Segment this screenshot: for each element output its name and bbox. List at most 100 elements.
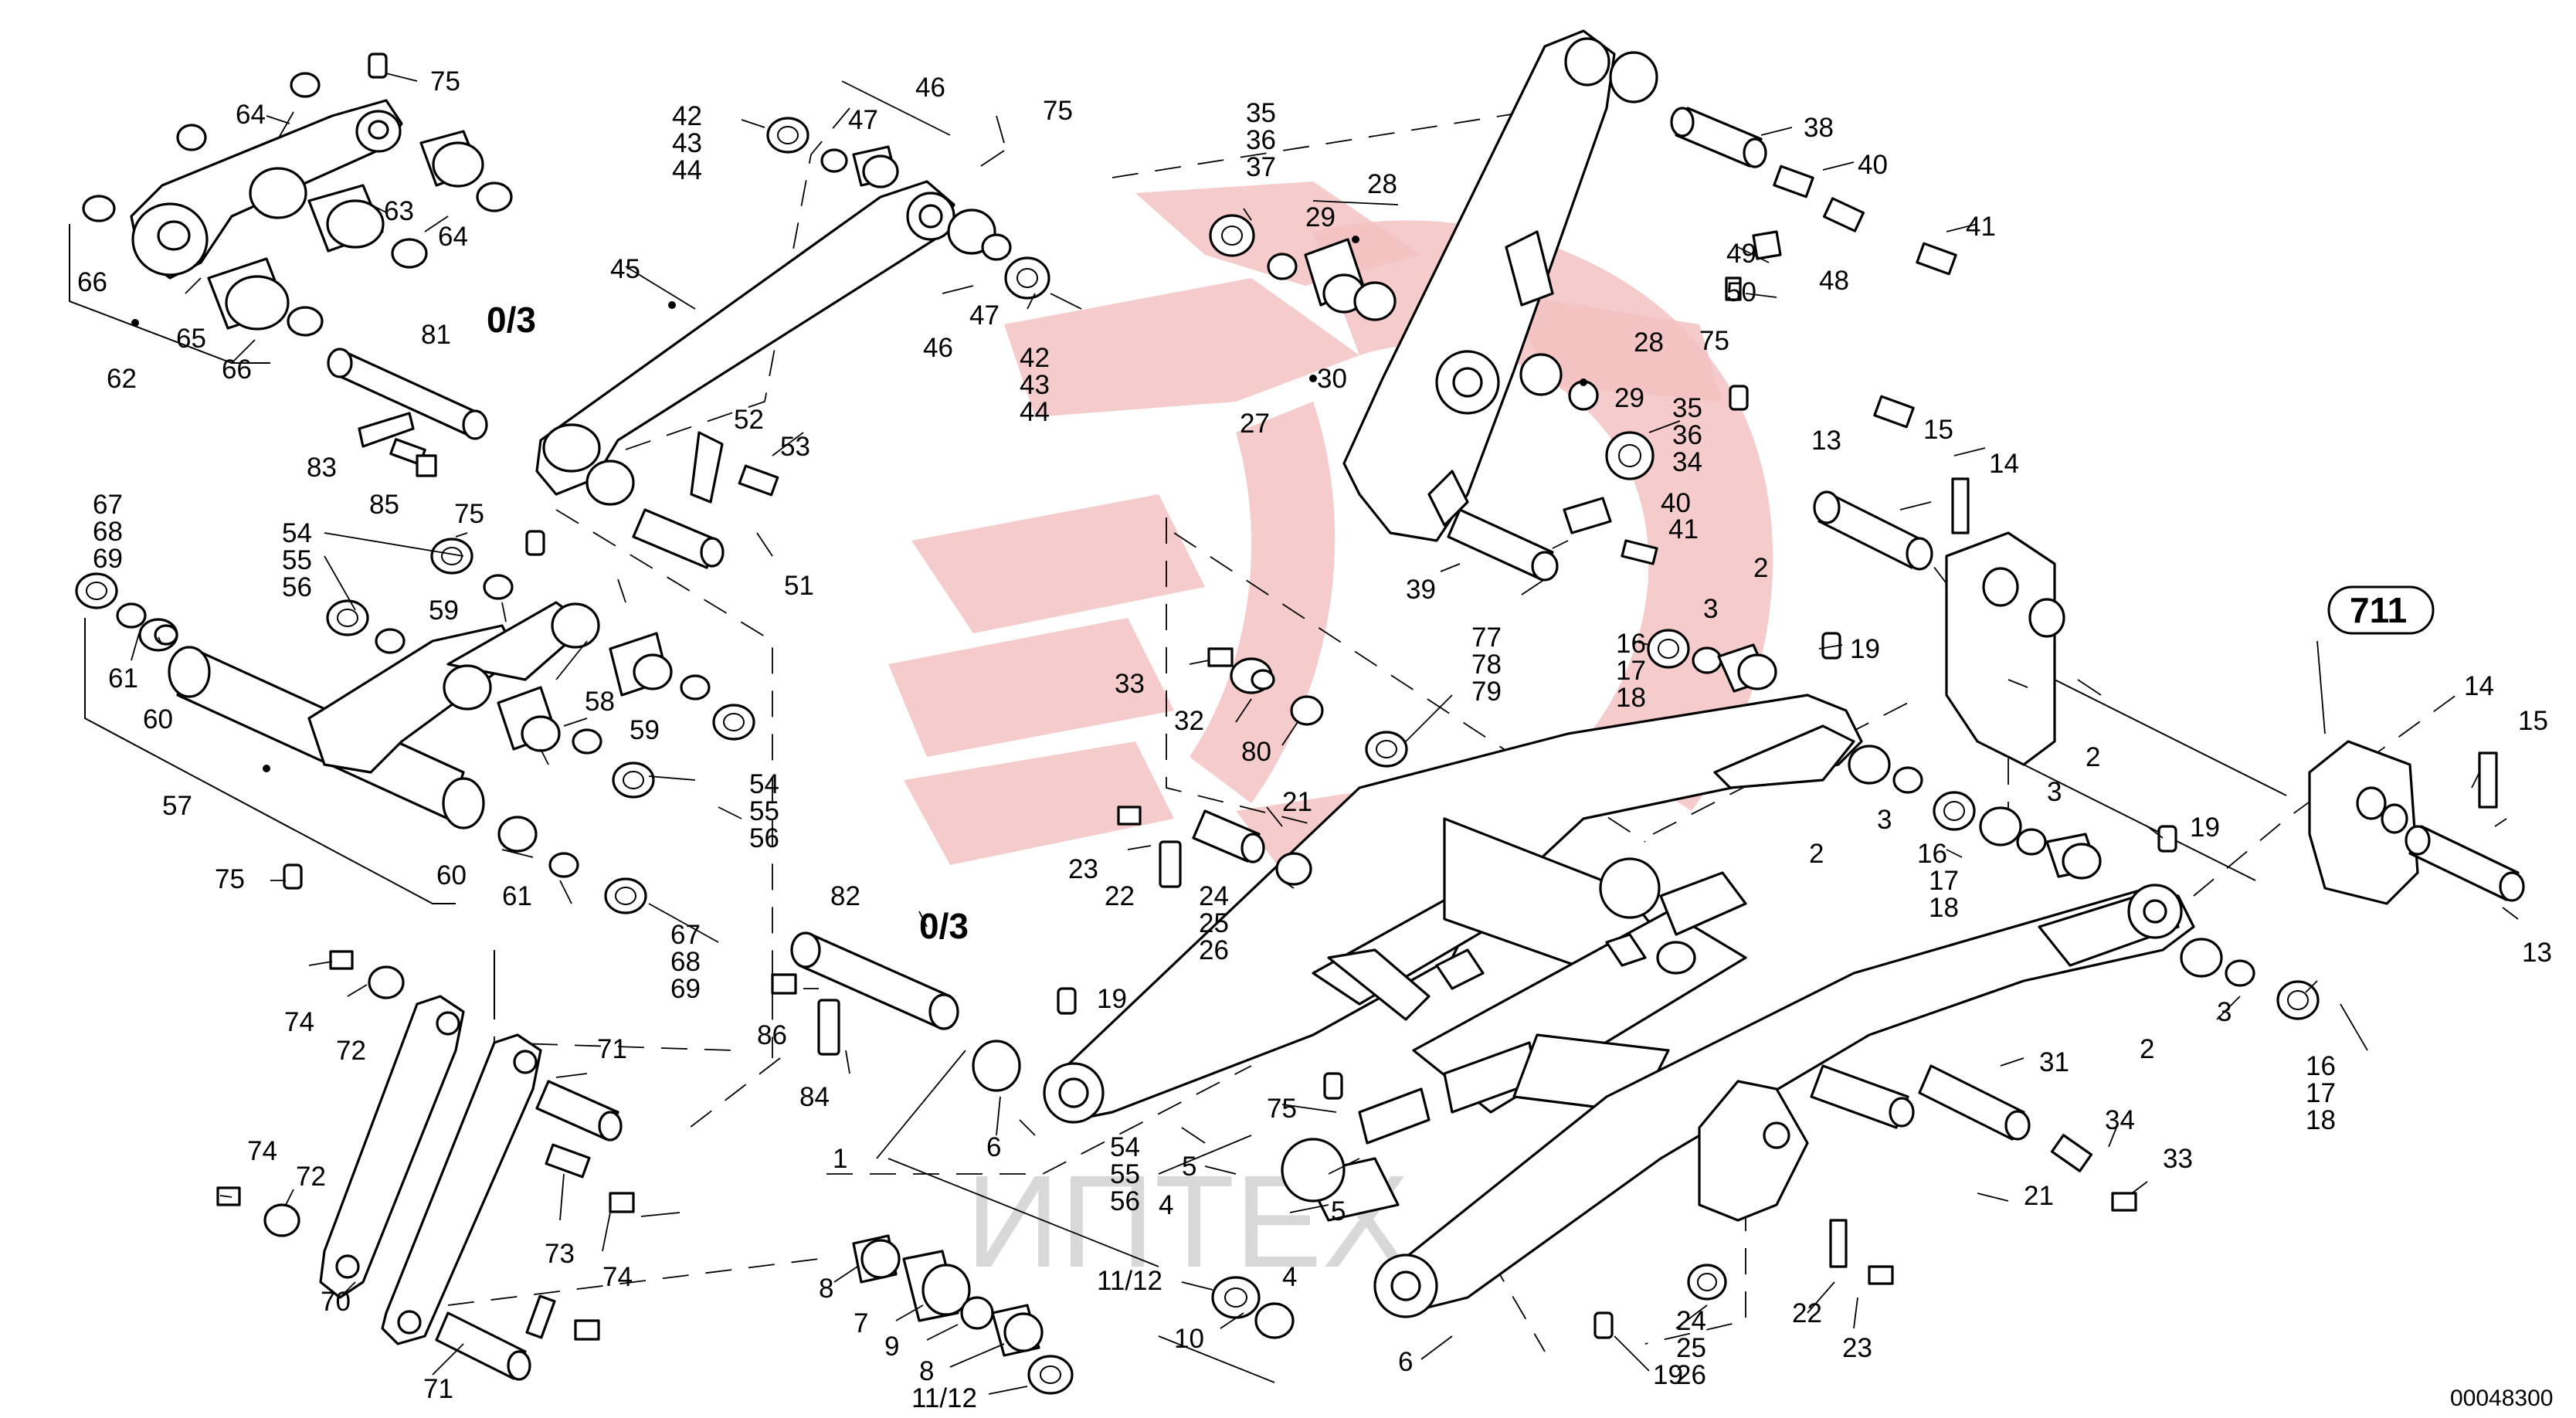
callout-label: 26 <box>1676 1360 1706 1390</box>
callout-label: 15 <box>2518 706 2548 736</box>
callout-label: 66 <box>77 267 107 297</box>
bushings-2-18 <box>1057 385 2320 1339</box>
callout-label: 13 <box>1811 426 1841 456</box>
callout-label: 55 <box>1110 1159 1140 1189</box>
callout-label: 43 <box>672 128 702 158</box>
callout-label: 83 <box>307 453 337 483</box>
callout-label: 4 <box>1282 1262 1297 1292</box>
bushings-42-47 <box>766 117 1050 300</box>
callout-label: 69 <box>93 544 123 574</box>
callout-label: 69 <box>670 974 701 1004</box>
arm-45 <box>535 180 955 569</box>
callout-label: 17 <box>2306 1078 2336 1108</box>
callout-label: 62 <box>107 364 137 394</box>
lower-arm-2 <box>1373 884 2195 1318</box>
leader-lines <box>131 73 2519 1395</box>
callout-label: 39 <box>1406 575 1436 605</box>
callout-label: 5 <box>1331 1196 1346 1226</box>
callout-labels: 75 64 64 63 66 65 66 62 81 83 85 42 43 4… <box>77 66 2552 1413</box>
callout-label: 36 <box>1672 420 1702 450</box>
callout-label: 71 <box>423 1374 453 1404</box>
lower-arm-1 <box>972 694 1863 1222</box>
callout-label: 67 <box>93 490 123 520</box>
callout-label: 63 <box>384 196 414 226</box>
callout-label: 19 <box>1653 1360 1683 1390</box>
links-70-71 <box>216 950 635 1381</box>
callout-label: 49 <box>1726 239 1756 269</box>
callout-label: 22 <box>1792 1298 1822 1328</box>
callout-label: 11/12 <box>1097 1266 1162 1296</box>
callout-label: 23 <box>1068 854 1098 884</box>
callout-label: 75 <box>215 864 245 894</box>
callout-label: 28 <box>1634 327 1664 358</box>
callout-label: 3 <box>1877 805 1892 835</box>
callout-label: 64 <box>438 222 468 252</box>
bushings-28-37 <box>1209 214 1397 321</box>
callout-label: 35 <box>1246 98 1276 128</box>
callout-label: 23 <box>1842 1333 1872 1363</box>
callout-label: 37 <box>1246 152 1276 182</box>
callout-label: 2 <box>1809 839 1824 869</box>
callout-label: 75 <box>1267 1094 1297 1124</box>
callout-label: 84 <box>799 1082 830 1112</box>
callout-label: 16 <box>1616 629 1646 659</box>
callout-label: 70 <box>321 1287 351 1317</box>
callout-label: 48 <box>1819 266 1849 296</box>
callout-label: 68 <box>670 947 701 977</box>
callout-label: 56 <box>749 823 779 853</box>
callout-label: 73 <box>545 1239 575 1269</box>
callout-label: 22 <box>1105 881 1135 911</box>
callout-label: 34 <box>2105 1105 2135 1135</box>
callout-label: 46 <box>915 73 945 103</box>
callout-label: 18 <box>1929 893 1959 923</box>
callout-label: 64 <box>236 100 266 130</box>
callout-label: 75 <box>1043 96 1073 126</box>
callout-label: 8 <box>919 1356 934 1386</box>
callout-label: 78 <box>1471 650 1502 680</box>
callout-label: 85 <box>369 490 399 520</box>
callout-label: 29 <box>1614 383 1644 413</box>
callout-label: 67 <box>670 920 701 950</box>
callout-label: 8 <box>819 1274 833 1304</box>
callout-label: 56 <box>1110 1186 1140 1216</box>
callout-label: 65 <box>176 324 206 354</box>
parts-21-33 <box>1117 647 1408 888</box>
callout-label: 79 <box>1471 677 1502 707</box>
frame-right <box>1945 531 2525 905</box>
callout-label: 13 <box>2522 938 2552 968</box>
document-number: 00048300 <box>2450 1386 2553 1411</box>
callout-label: 3 <box>1703 594 1718 624</box>
callout-label: 72 <box>336 1036 366 1066</box>
callout-label: 33 <box>2163 1144 2193 1174</box>
callout-label: 26 <box>1199 935 1229 965</box>
callout-label: 59 <box>630 715 660 745</box>
callout-label: 2 <box>2140 1034 2154 1064</box>
callout-label: 58 <box>585 687 615 717</box>
callout-label: 75 <box>1699 326 1729 356</box>
callout-label: 61 <box>108 663 138 694</box>
callout-label: 52 <box>734 405 764 435</box>
callout-label: 46 <box>923 333 953 363</box>
upper-link-assembly <box>69 53 513 364</box>
callout-label: 18 <box>1616 683 1646 713</box>
callout-label: 54 <box>1110 1132 1140 1162</box>
callout-label: 25 <box>1676 1333 1706 1363</box>
callout-label: 6 <box>1398 1347 1413 1377</box>
callout-label: 17 <box>1929 866 1959 896</box>
callout-label: 29 <box>1305 202 1336 232</box>
callout-label: 61 <box>502 881 532 911</box>
callout-label: 59 <box>429 595 459 626</box>
pin-82-group <box>771 931 959 1056</box>
callout-label: 66 <box>222 354 252 385</box>
callout-label: 43 <box>1020 370 1050 400</box>
callout-label: 16 <box>1917 839 1947 869</box>
callout-label: 4 <box>1159 1190 1173 1220</box>
callout-label: 19 <box>2190 812 2220 843</box>
callout-label: 33 <box>1115 669 1145 699</box>
callout-label: 21 <box>1282 787 1312 817</box>
quantity-note: 0/3 <box>487 300 536 340</box>
callout-label: 28 <box>1367 169 1397 199</box>
group-reference-text: 711 <box>2350 590 2407 630</box>
callout-label: 42 <box>1020 343 1050 373</box>
